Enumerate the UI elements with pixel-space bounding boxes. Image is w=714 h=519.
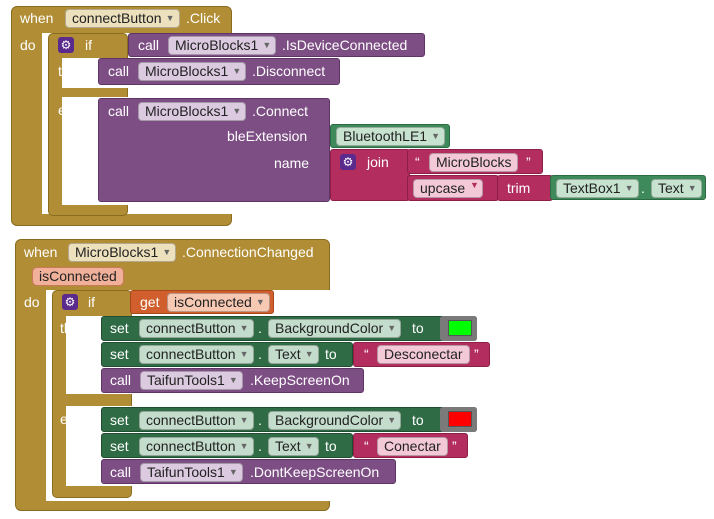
component-dropdown[interactable]: connectButton — [139, 437, 254, 456]
dot-label: . — [258, 320, 262, 336]
component-dropdown[interactable]: TaifunTools1 — [140, 371, 243, 390]
component-dropdown[interactable]: MicroBlocks1 — [138, 62, 247, 81]
do-label: do — [20, 37, 36, 53]
property-dropdown[interactable]: Text — [268, 437, 319, 456]
set-label: set — [110, 346, 129, 362]
color-swatch-red[interactable] — [448, 411, 472, 427]
to-label: to — [412, 320, 424, 336]
mutator-gear-icon[interactable]: ⚙ — [340, 154, 356, 170]
when-label: when — [20, 10, 54, 26]
call-label: call — [108, 103, 130, 119]
component-dropdown[interactable]: TaifunTools1 — [140, 463, 243, 482]
call-label: call — [138, 37, 160, 53]
component-dropdown[interactable]: connectButton — [65, 9, 180, 28]
call-label: call — [108, 63, 130, 79]
to-label: to — [325, 438, 337, 454]
dot-label: . — [258, 412, 262, 428]
if-label: if — [85, 37, 92, 53]
property-dropdown[interactable]: Text — [268, 345, 319, 364]
property-dropdown[interactable]: BackgroundColor — [268, 319, 402, 338]
event-name: .ConnectionChanged — [182, 244, 314, 260]
call-label: call — [110, 372, 132, 388]
mutator-gear-icon[interactable]: ⚙ — [62, 294, 78, 310]
component-dropdown[interactable]: connectButton — [139, 319, 254, 338]
then-label: then — [60, 320, 88, 336]
dot-label: . — [258, 438, 262, 454]
component-dropdown[interactable]: MicroBlocks1 — [138, 102, 247, 121]
arg-label: bleExtension — [227, 128, 308, 144]
chevron-down-icon: ▼ — [470, 180, 479, 190]
component-dropdown[interactable]: MicroBlocks1 — [168, 36, 277, 55]
dot-label: . — [641, 180, 645, 196]
join-block[interactable] — [330, 149, 410, 201]
join-label: join — [367, 154, 389, 170]
mutator-gear-icon[interactable]: ⚙ — [58, 37, 74, 53]
method-name: .IsDeviceConnected — [282, 37, 408, 53]
open-quote: “ — [415, 154, 420, 170]
arg-label: name — [274, 155, 310, 171]
text-value[interactable]: MicroBlocks — [429, 153, 519, 172]
then-label: then — [58, 63, 86, 79]
when-label: when — [24, 244, 58, 260]
method-name: .KeepScreenOn — [250, 372, 350, 388]
method-name: .Disconnect — [252, 63, 326, 79]
property-dropdown[interactable]: Text — [651, 179, 702, 198]
component-dropdown[interactable]: BluetoothLE1 — [336, 127, 446, 146]
close-quote: ” — [474, 346, 479, 362]
do-label: do — [24, 294, 40, 310]
text-value[interactable]: Desconectar — [377, 345, 470, 364]
else-label: else — [58, 102, 84, 118]
method-name: .DontKeepScreenOn — [250, 464, 380, 480]
event-parameter[interactable]: isConnected — [32, 267, 124, 286]
close-quote: ” — [452, 438, 457, 454]
set-label: set — [110, 412, 129, 428]
call-label: call — [110, 464, 132, 480]
property-dropdown[interactable]: BackgroundColor — [268, 411, 402, 430]
close-quote: ” — [526, 154, 531, 170]
event-name: .Click — [186, 10, 221, 26]
trim-label: trim — [507, 180, 531, 196]
component-dropdown[interactable]: connectButton — [139, 345, 254, 364]
if-label: if — [88, 294, 95, 310]
component-dropdown[interactable]: connectButton — [139, 411, 254, 430]
get-label: get — [140, 294, 160, 310]
variable-dropdown[interactable]: isConnected — [167, 293, 270, 312]
component-dropdown[interactable]: MicroBlocks1 — [68, 243, 177, 262]
set-label: set — [110, 320, 129, 336]
else-label: else — [60, 411, 86, 427]
open-quote: “ — [364, 438, 369, 454]
dot-label: . — [258, 346, 262, 362]
component-dropdown[interactable]: TextBox1 — [556, 179, 639, 198]
upcase-dropdown[interactable]: upcase — [413, 179, 484, 198]
to-label: to — [325, 346, 337, 362]
method-name: .Connect — [252, 103, 309, 119]
color-swatch-green[interactable] — [448, 320, 472, 336]
to-label: to — [412, 412, 424, 428]
text-value[interactable]: Conectar — [377, 437, 448, 456]
set-label: set — [110, 438, 129, 454]
open-quote: “ — [364, 346, 369, 362]
